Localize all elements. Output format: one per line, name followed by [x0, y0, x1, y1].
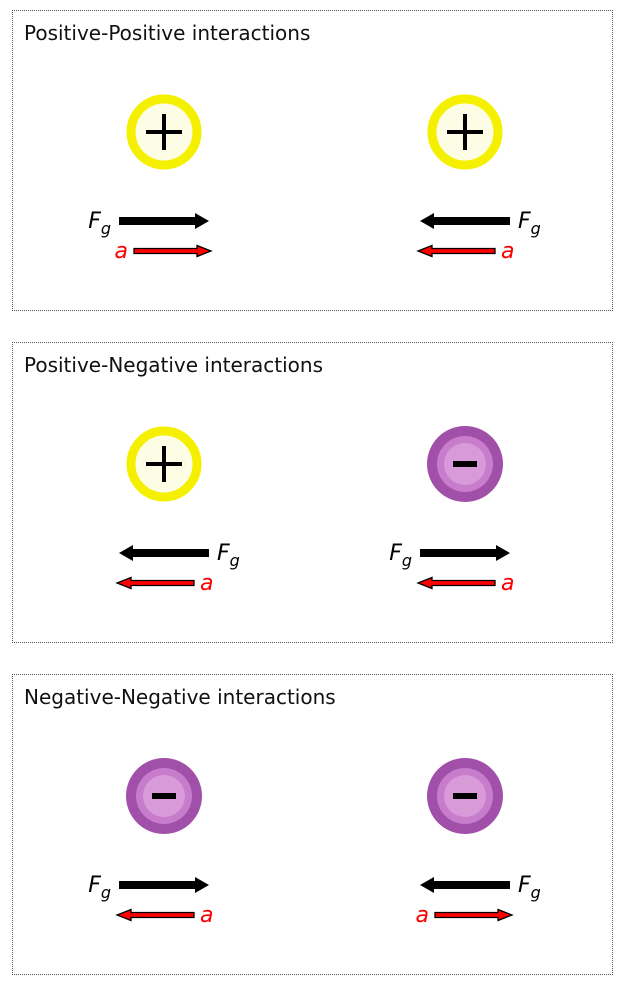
force-label: Fg — [88, 873, 111, 902]
minus-icon — [453, 461, 477, 467]
plus-icon — [447, 114, 483, 150]
force-arrow — [420, 213, 510, 229]
force-label: Fg — [88, 209, 111, 238]
panel-title: Negative-Negative interactions — [24, 685, 336, 709]
acceleration-arrow — [434, 908, 514, 922]
plus-icon — [146, 114, 182, 150]
force-arrow — [420, 877, 510, 893]
force-arrow — [119, 877, 209, 893]
acceleration-label: a — [501, 571, 514, 596]
acceleration-arrow — [133, 244, 213, 258]
acceleration-arrow — [416, 576, 496, 590]
minus-icon — [453, 793, 477, 799]
plus-icon — [146, 446, 182, 482]
acceleration-arrow — [416, 244, 496, 258]
acceleration-label: a — [501, 239, 514, 264]
acceleration-label: a — [416, 903, 429, 928]
acceleration-arrow — [115, 576, 195, 590]
particle-group: Fg a — [88, 758, 213, 928]
minus-icon — [152, 793, 176, 799]
force-label: Fg — [518, 873, 541, 902]
particle-group: Fga — [88, 94, 213, 264]
particle-group: Fga — [115, 426, 240, 596]
force-arrow — [119, 213, 209, 229]
panel-negative-negative: Negative-Negative interactions Fg a Fg a — [12, 674, 613, 975]
interaction-diagram: Fg a Fg a — [88, 758, 541, 928]
acceleration-label: a — [115, 239, 128, 264]
particle-group: Fga — [416, 94, 541, 264]
panel-title: Positive-Negative interactions — [24, 353, 324, 377]
acceleration-label: a — [200, 571, 213, 596]
force-label: Fg — [217, 541, 240, 570]
acceleration-arrow — [115, 908, 195, 922]
plus-bar — [162, 446, 166, 482]
plus-bar — [463, 114, 467, 150]
force-label: Fg — [389, 541, 412, 570]
force-label: Fg — [518, 209, 541, 238]
panel-title: Positive-Positive interactions — [24, 21, 311, 45]
force-arrow — [119, 545, 209, 561]
acceleration-label: a — [200, 903, 213, 928]
particle-group: Fg a — [389, 426, 514, 596]
particle-group: Fg a — [416, 758, 541, 928]
force-arrow — [420, 545, 510, 561]
plus-bar — [162, 114, 166, 150]
